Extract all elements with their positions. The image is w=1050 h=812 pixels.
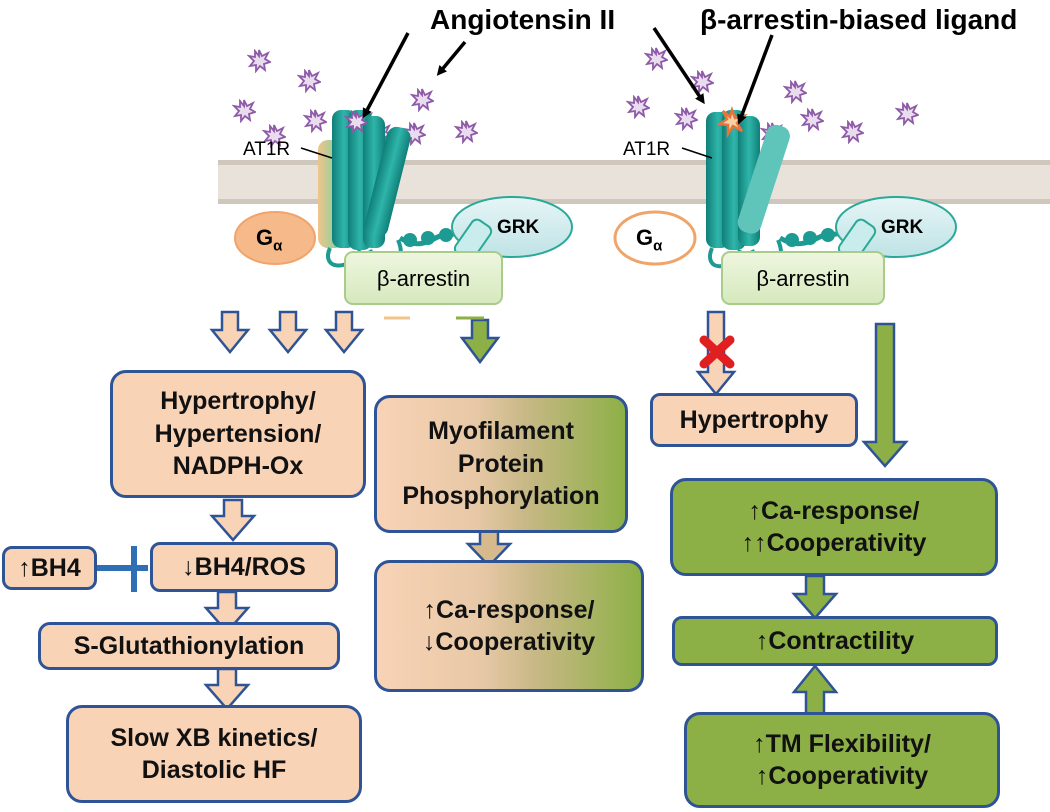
long-green-arrow bbox=[861, 322, 909, 468]
down-arrow-1 bbox=[209, 310, 251, 354]
biased-ligand-label: β-arrestin-biased ligand bbox=[700, 4, 1018, 35]
right-ca-response-box: ↑Ca-response/ ↑↑Cooperativity bbox=[670, 478, 998, 576]
left-receptor-panel bbox=[218, 49, 600, 305]
down-arrow-3 bbox=[323, 310, 365, 354]
right-at1r-label: AT1R bbox=[623, 139, 671, 160]
left-arrestin-label: β-arrestin bbox=[376, 266, 471, 291]
middle-ca-response-box: ↑Ca-response/ ↓Cooperativity bbox=[374, 560, 644, 692]
left-grk-label: GRK bbox=[497, 217, 540, 238]
left-at1r-label: AT1R bbox=[243, 139, 291, 160]
right-hypertrophy-box: Hypertrophy bbox=[650, 393, 858, 447]
s-glutathionylation-box: S-Glutathionylation bbox=[38, 622, 340, 670]
arrow-ca-to-contract bbox=[791, 574, 839, 620]
angiotensin-label: Angiotensin II bbox=[430, 4, 616, 35]
left-g-alpha-label: Gα bbox=[256, 225, 283, 255]
left-beta-arrestin bbox=[344, 251, 503, 305]
bh4-ros-box: ↓BH4/ROS bbox=[150, 542, 338, 592]
right-arrestin-label: β-arrestin bbox=[756, 266, 850, 291]
pointer-arrows bbox=[362, 27, 774, 125]
right-grk bbox=[835, 196, 957, 262]
down-arrow-2 bbox=[267, 310, 309, 354]
arrow-tm-to-contract bbox=[791, 664, 839, 718]
bh4-inhibitor-box: ↑BH4 bbox=[2, 546, 97, 590]
left-membrane bbox=[218, 160, 600, 204]
hypertrophy-hypertension-box: Hypertrophy/ Hypertension/ NADPH-Ox bbox=[110, 370, 366, 498]
myofilament-phosphorylation-box: Myofilament Protein Phosphorylation bbox=[374, 395, 628, 533]
right-beta-arrestin bbox=[721, 251, 885, 305]
right-g-alpha bbox=[613, 210, 697, 266]
slow-xb-kinetics-box: Slow XB kinetics/ Diastolic HF bbox=[66, 705, 362, 803]
tm-flexibility-box: ↑TM Flexibility/ ↑Cooperativity bbox=[684, 712, 1000, 808]
arrow-gluta-to-xb bbox=[203, 667, 251, 711]
left-grk bbox=[451, 196, 573, 262]
inhibition-line bbox=[97, 546, 148, 592]
right-receptor-panel bbox=[595, 47, 1050, 305]
right-g-alpha-label: Gα bbox=[636, 225, 663, 255]
arrow-hyp-to-bh4 bbox=[209, 498, 257, 542]
down-arrow-green-middle bbox=[459, 318, 501, 365]
block-x-icon bbox=[699, 335, 735, 369]
left-g-alpha bbox=[234, 211, 316, 265]
right-grk-label: GRK bbox=[881, 217, 924, 238]
contractility-box: ↑Contractility bbox=[672, 616, 998, 666]
arrow-bh4-to-gluta bbox=[203, 590, 251, 634]
right-membrane bbox=[595, 160, 1050, 204]
